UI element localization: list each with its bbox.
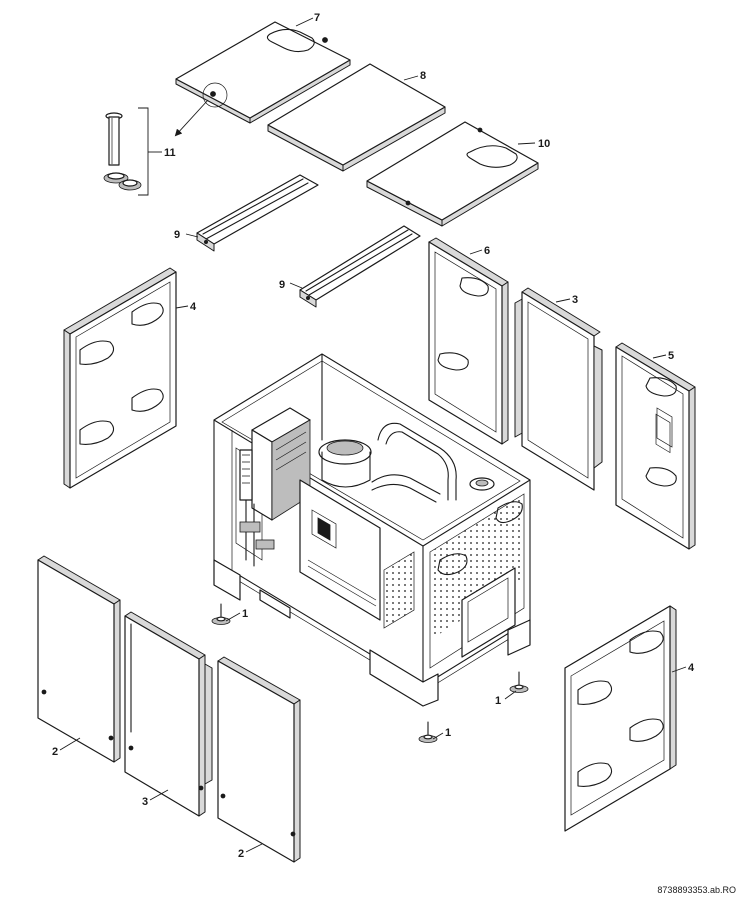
callout-4-right: 4	[688, 662, 695, 674]
side-panel-6	[428, 237, 509, 445]
top-panel-8	[267, 63, 446, 172]
internal-components	[239, 407, 495, 629]
top-panel-10	[366, 121, 539, 227]
callout-1-right: 1	[495, 695, 501, 707]
main-frame	[213, 353, 531, 707]
door-panel-3	[124, 611, 213, 817]
callout-2-right: 2	[238, 848, 244, 860]
top-panel-7	[175, 21, 351, 124]
top-rail-9-lower	[299, 225, 421, 308]
side-panel-5	[615, 342, 696, 550]
callout-9-upper: 9	[174, 229, 180, 241]
callout-11: 11	[164, 147, 176, 159]
top-rail-9-upper	[196, 174, 319, 252]
callout-3-right: 3	[572, 294, 578, 306]
callout-8: 8	[420, 70, 426, 82]
callout-10: 10	[538, 138, 550, 150]
callout-labels: 7 8 10 11 9 9 4 6 3 5 1 1 1 2 3 2 4	[52, 12, 695, 860]
callout-3-door: 3	[142, 796, 148, 808]
leveling-foot-1a	[211, 603, 231, 625]
door-panel-2-right	[217, 656, 301, 863]
reference-code: 8738893353.ab.RO	[657, 885, 736, 895]
callout-2-left: 2	[52, 746, 58, 758]
callout-1-front: 1	[445, 727, 451, 739]
callout-9-lower: 9	[279, 279, 285, 291]
door-panel-2-left	[37, 555, 121, 763]
callout-1-left: 1	[242, 608, 248, 620]
side-panel-3-right	[514, 287, 603, 491]
leveling-foot-1c	[418, 721, 438, 743]
callout-7: 7	[314, 12, 320, 24]
leader-lines	[59, 17, 687, 853]
callout-4-left: 4	[190, 301, 197, 313]
callout-6: 6	[484, 245, 490, 257]
side-panel-4-right	[564, 605, 677, 832]
side-panel-4-left	[63, 267, 177, 489]
fitting-assembly-11	[103, 99, 209, 196]
callout-5: 5	[668, 350, 674, 362]
leveling-foot-1b	[509, 671, 529, 693]
